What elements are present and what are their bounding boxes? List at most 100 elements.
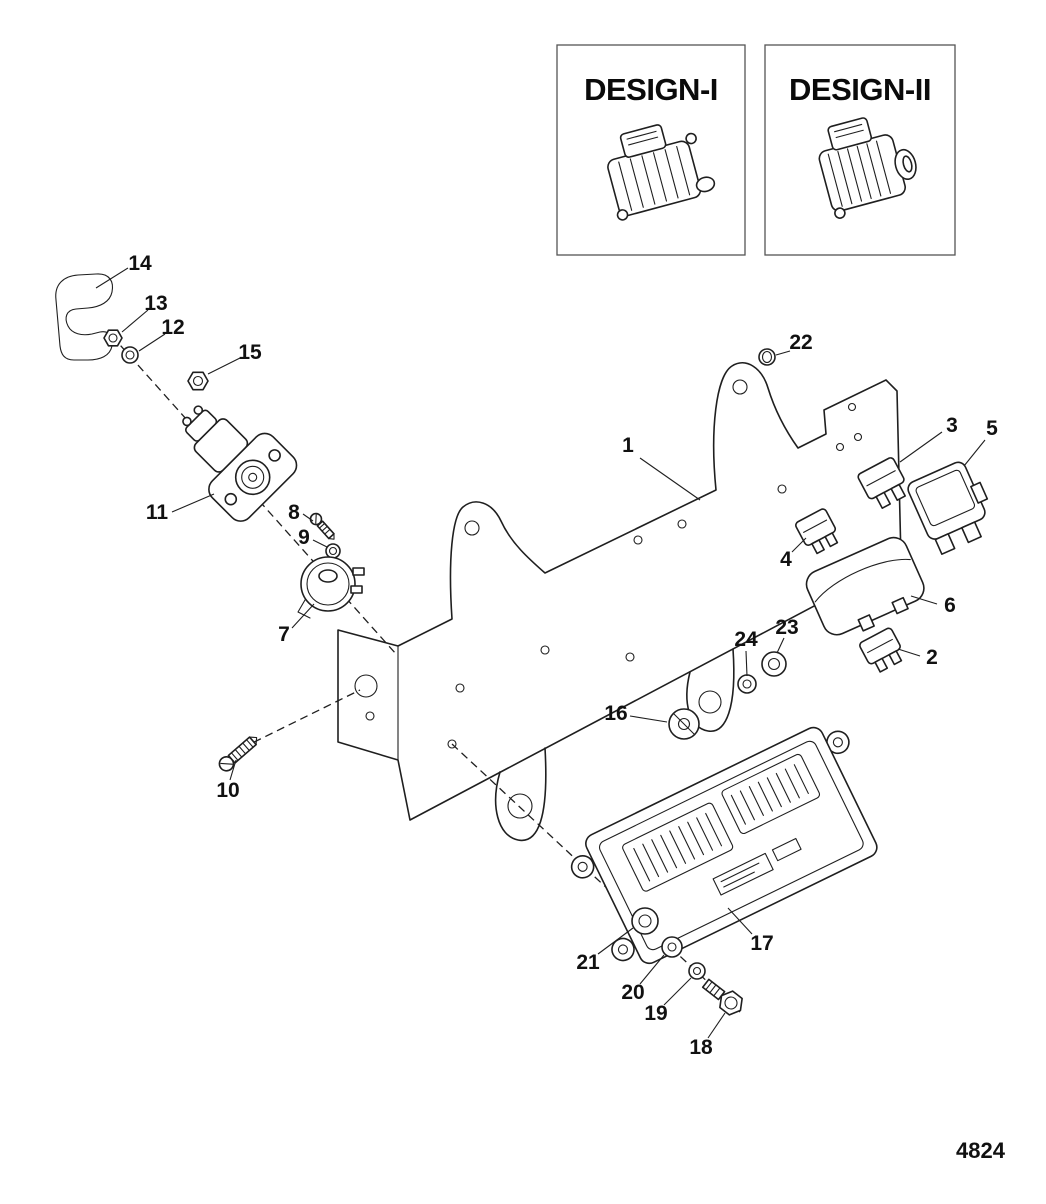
callout-label-5: 5 — [986, 417, 998, 440]
bracket-face-holes — [447, 402, 863, 749]
callout-leader-10 — [229, 759, 237, 781]
mounting-bracket — [337, 362, 902, 842]
callout-label-3: 3 — [946, 414, 958, 437]
ecm-body — [570, 726, 878, 965]
callout-label-17: 17 — [750, 932, 773, 955]
lock-washer-9 — [325, 543, 341, 559]
callout-leader-20 — [639, 954, 665, 985]
screw-10 — [218, 736, 258, 772]
callout-leader-22 — [775, 350, 791, 356]
callout-2: 2 — [897, 646, 938, 669]
callout-4: 4 — [780, 537, 807, 571]
ignition-coil-design-1-illustration — [607, 124, 716, 221]
callout-leader-21 — [597, 927, 634, 955]
callout-13: 13 — [121, 292, 168, 333]
callout-leader-4 — [791, 537, 807, 553]
callout-leader-24 — [745, 650, 748, 677]
callout-label-16: 16 — [604, 702, 627, 725]
bushing-20 — [661, 936, 683, 958]
callout-6: 6 — [910, 594, 956, 617]
callout-label-12: 12 — [161, 316, 184, 339]
callout-label-22: 22 — [789, 331, 812, 354]
callout-label-6: 6 — [944, 594, 956, 617]
callout-label-21: 21 — [576, 951, 600, 974]
ecm-mounting-ears — [570, 730, 850, 962]
callout-leader-3 — [899, 431, 943, 463]
switch-assembly-11 — [182, 405, 298, 522]
retainer-clip-14 — [55, 273, 114, 361]
washer-23 — [761, 651, 787, 677]
callout-label-18: 18 — [689, 1036, 713, 1059]
washer-24 — [737, 674, 757, 694]
grommet-21 — [631, 907, 659, 935]
ecm-connector-block — [721, 753, 821, 835]
callout-leader-13 — [121, 309, 149, 333]
callout-leader-23 — [776, 637, 785, 654]
hex-nut-15 — [187, 371, 209, 391]
fuse-cover-6 — [805, 536, 925, 636]
callout-15: 15 — [207, 341, 262, 375]
callout-label-14: 14 — [128, 252, 152, 275]
bolt-18 — [701, 978, 743, 1016]
callouts-layer: 1 2 3 4 5 6 7 8 — [95, 252, 998, 1059]
callout-leader-15 — [207, 357, 241, 375]
callout-17: 17 — [727, 907, 774, 955]
screw-8 — [309, 512, 335, 540]
callout-1: 1 — [622, 434, 701, 501]
lock-washer-12 — [121, 346, 139, 364]
bracket-lower-tab-hole — [507, 793, 533, 819]
callout-label-19: 19 — [644, 1002, 667, 1025]
ecm-housing — [585, 726, 878, 965]
callout-label-7: 7 — [278, 623, 290, 646]
callout-9: 9 — [298, 526, 328, 549]
callout-label-1: 1 — [622, 434, 634, 457]
screw-22 — [758, 348, 776, 366]
callout-label-4: 4 — [780, 548, 792, 571]
callout-leader-6 — [910, 595, 938, 605]
design-panel-2-title: DESIGN-II — [789, 72, 931, 107]
bracket-flange-hole — [354, 674, 378, 698]
switch-7 — [297, 556, 365, 619]
callout-label-2: 2 — [926, 646, 938, 669]
callout-20: 20 — [621, 954, 665, 1004]
callout-14: 14 — [95, 252, 152, 289]
design-panel-1-title: DESIGN-I — [584, 72, 718, 107]
callout-leader-9 — [312, 539, 328, 548]
callout-leader-12 — [138, 333, 166, 352]
callout-10: 10 — [216, 759, 240, 802]
callout-leader-11 — [171, 493, 215, 513]
design-panel-1: DESIGN-I — [556, 44, 746, 256]
fuse-3 — [857, 457, 907, 509]
callout-label-23: 23 — [775, 616, 798, 639]
callout-21: 21 — [576, 927, 634, 974]
callout-label-8: 8 — [288, 501, 300, 524]
callout-11: 11 — [146, 493, 215, 524]
bracket-flange-hole-small — [365, 711, 375, 721]
callout-7: 7 — [278, 603, 315, 646]
drawing-number: 4824 — [956, 1138, 1006, 1163]
bracket-lower-tab-hole — [698, 690, 722, 714]
callout-8: 8 — [288, 501, 314, 524]
relay-5 — [907, 461, 989, 555]
callout-leader-16 — [629, 715, 668, 723]
fuse-2 — [859, 627, 903, 673]
bracket-tab-hole — [732, 379, 748, 395]
design-panel-2: DESIGN-II — [764, 44, 956, 256]
callout-leader-17 — [727, 907, 753, 935]
callout-5: 5 — [963, 417, 998, 467]
callout-23: 23 — [775, 616, 799, 654]
ecm-connector-block — [622, 802, 734, 892]
ignition-coil-design-2-illustration — [818, 117, 917, 219]
callout-leader-5 — [963, 439, 986, 467]
callout-leader-14 — [95, 267, 129, 289]
bracket-lower-tab — [494, 747, 547, 842]
hex-nut-13 — [103, 329, 123, 347]
callout-label-13: 13 — [144, 292, 167, 315]
bushing-16 — [668, 708, 700, 740]
callout-label-10: 10 — [216, 779, 239, 802]
ecm-label — [712, 837, 802, 896]
callout-label-11: 11 — [146, 501, 169, 524]
bracket-lower-tab — [686, 648, 735, 732]
